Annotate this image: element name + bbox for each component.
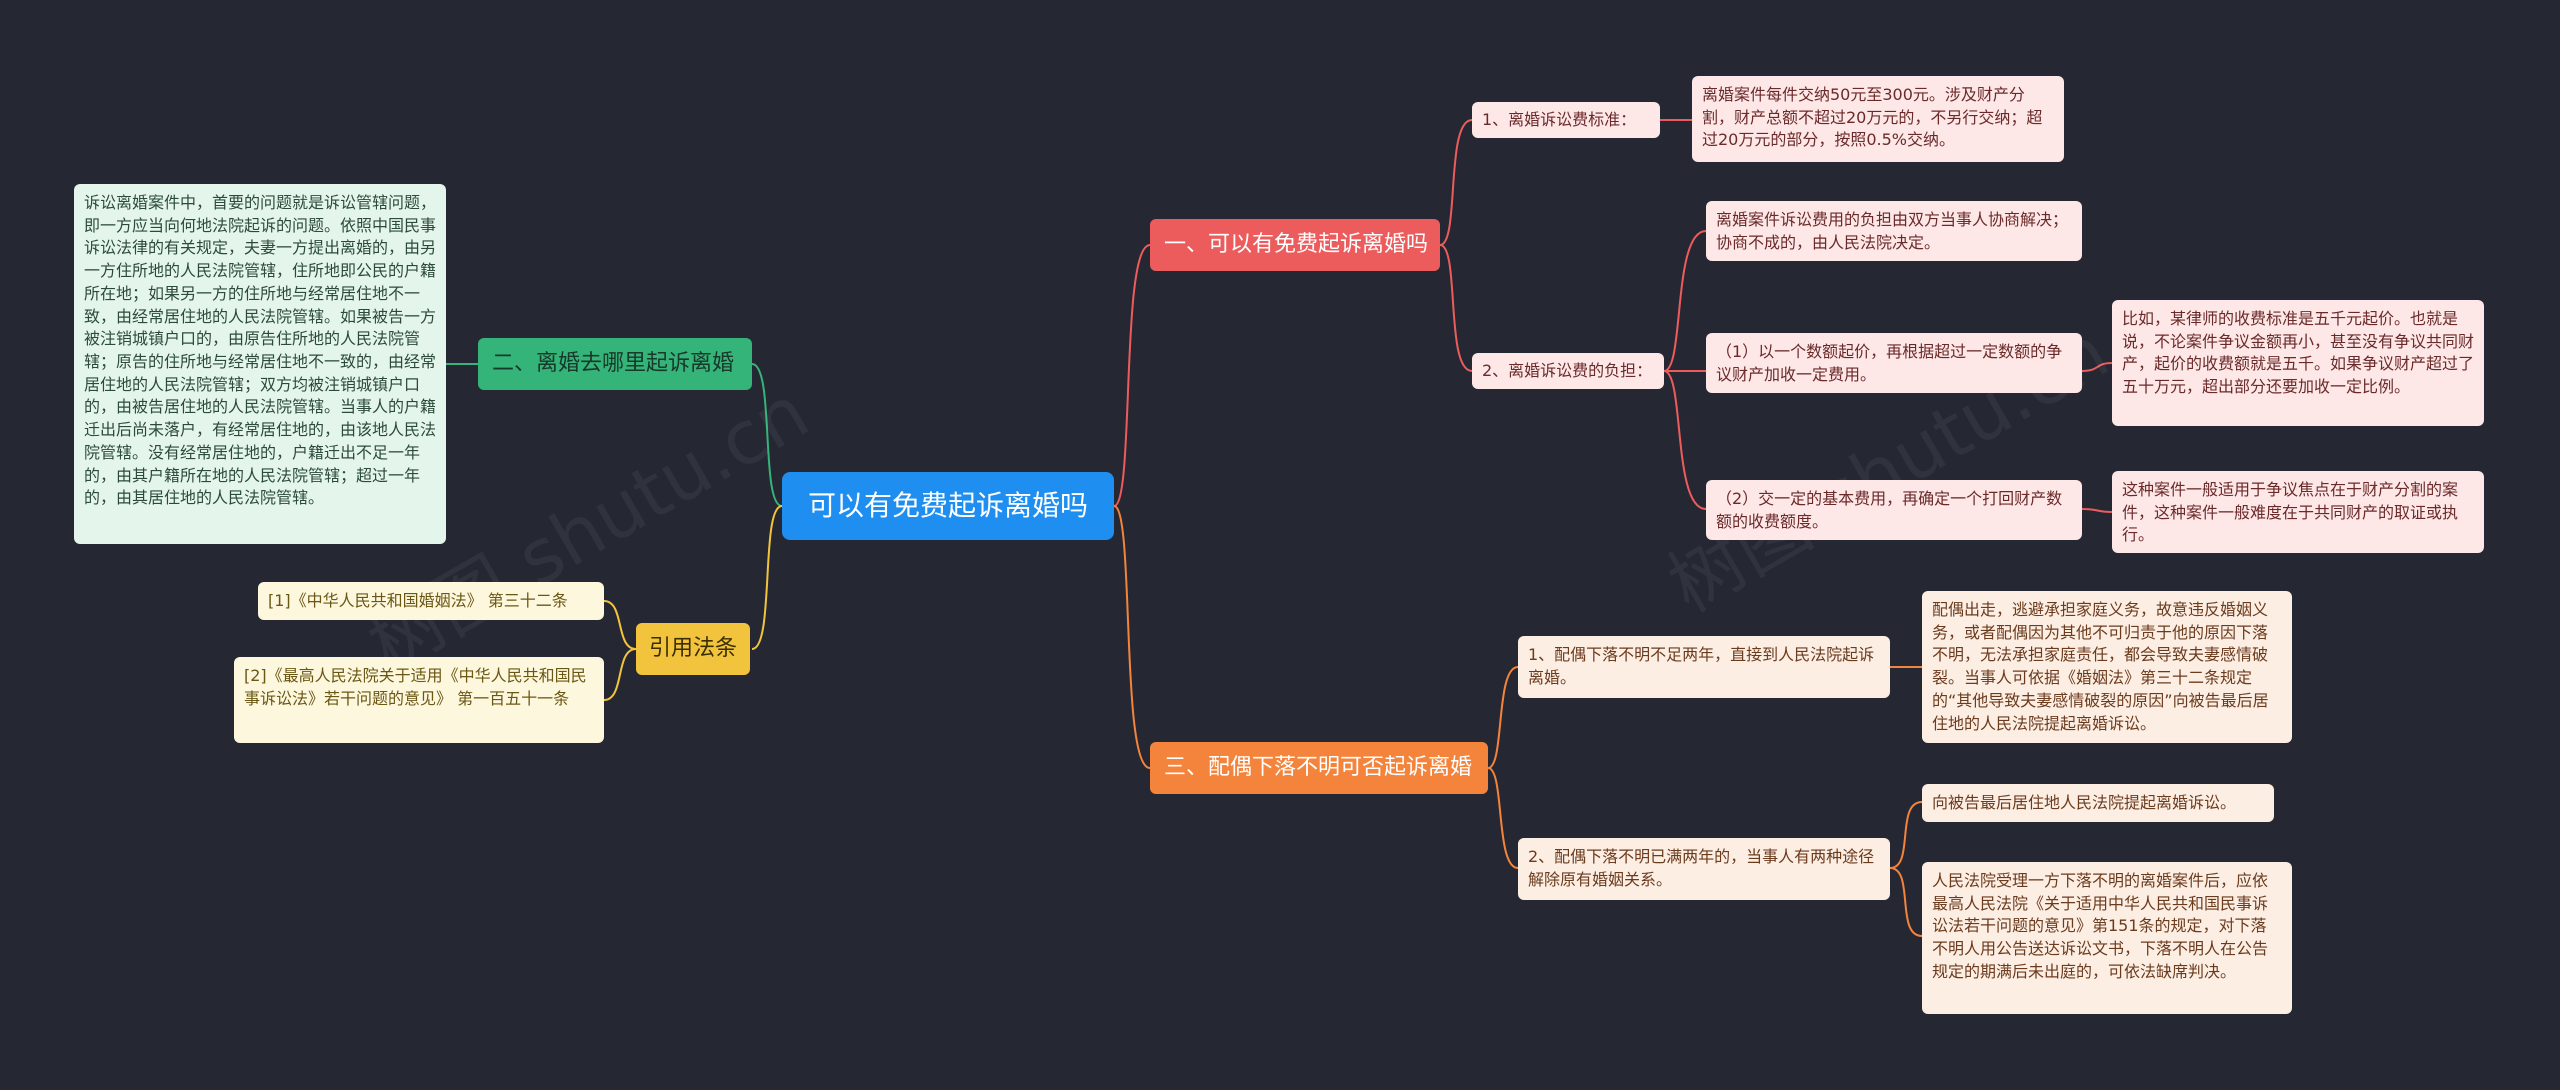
file-at-last-residence[interactable]: 向被告最后居住地人民法院提起离婚诉讼。 bbox=[1922, 784, 2274, 822]
cited-law-2[interactable]: [2]《最高人民法院关于适用《中华人民共和国民事诉讼法》若干问题的意见》 第一百… bbox=[234, 657, 604, 743]
missing-under-two-years[interactable]: 1、配偶下落不明不足两年，直接到人民法院起诉离婚。 bbox=[1518, 636, 1890, 698]
root-topic[interactable]: 可以有免费起诉离婚吗 bbox=[782, 472, 1114, 540]
fee-burden-option-2-detail[interactable]: 这种案件一般适用于争议焦点在于财产分割的案件，这种案件一般难度在于共同财产的取证… bbox=[2112, 471, 2484, 553]
fee-standard-node[interactable]: 1、离婚诉讼费标准： bbox=[1472, 102, 1660, 138]
branch-free-filing[interactable]: 一、可以有免费起诉离婚吗 bbox=[1150, 219, 1440, 271]
branch-where-to-file[interactable]: 二、离婚去哪里起诉离婚 bbox=[478, 338, 752, 390]
fee-burden-node[interactable]: 2、离婚诉讼费的负担： bbox=[1472, 353, 1664, 389]
missing-over-two-years[interactable]: 2、配偶下落不明已满两年的，当事人有两种途径解除原有婚姻关系。 bbox=[1518, 838, 1890, 900]
jurisdiction-detail[interactable]: 诉讼离婚案件中，首要的问题就是诉讼管辖问题，即一方应当向何地法院起诉的问题。依照… bbox=[74, 184, 446, 544]
fee-burden-option-1-detail[interactable]: 比如，某律师的收费标准是五千元起价。也就是说，不论案件争议金额再小，甚至没有争议… bbox=[2112, 300, 2484, 426]
fee-burden-option-1[interactable]: （1）以一个数额起价，再根据超过一定数额的争议财产加收一定费用。 bbox=[1706, 333, 2082, 393]
fee-burden-negotiation[interactable]: 离婚案件诉讼费用的负担由双方当事人协商解决；协商不成的，由人民法院决定。 bbox=[1706, 201, 2082, 261]
cited-law-1[interactable]: [1]《中华人民共和国婚姻法》 第三十二条 bbox=[258, 582, 604, 620]
fee-standard-detail[interactable]: 离婚案件每件交纳50元至300元。涉及财产分割，财产总额不超过20万元的，不另行… bbox=[1692, 76, 2064, 162]
missing-under-two-years-detail[interactable]: 配偶出走，逃避承担家庭义务，故意违反婚姻义务，或者配偶因为其他不可归责于他的原因… bbox=[1922, 591, 2292, 743]
fee-burden-option-2[interactable]: （2）交一定的基本费用，再确定一个打回财产数额的收费额度。 bbox=[1706, 480, 2082, 540]
branch-cited-laws[interactable]: 引用法条 bbox=[636, 623, 750, 675]
branch-missing-spouse[interactable]: 三、配偶下落不明可否起诉离婚 bbox=[1150, 742, 1488, 794]
public-notice-judgment[interactable]: 人民法院受理一方下落不明的离婚案件后，应依最高人民法院《关于适用中华人民共和国民… bbox=[1922, 862, 2292, 1014]
